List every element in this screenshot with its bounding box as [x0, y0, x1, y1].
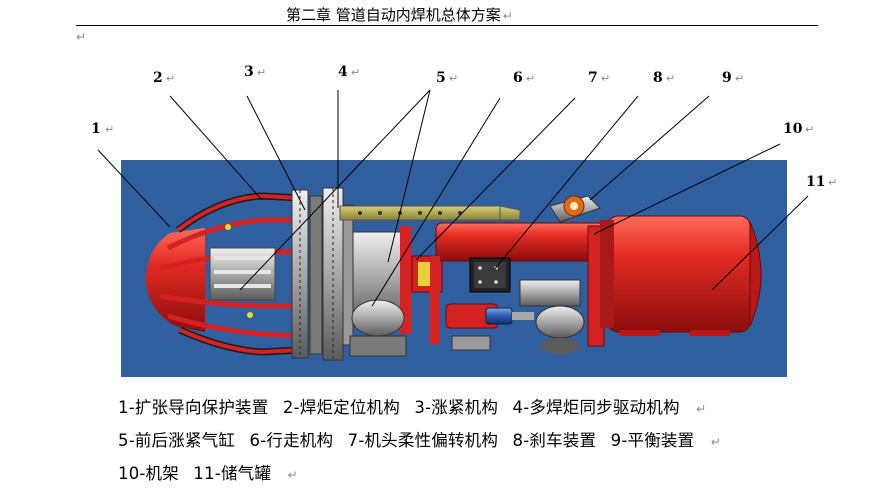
callout-4: 4 [338, 64, 348, 80]
callout-8-mark: ↵ [666, 72, 675, 85]
page-header-title: 第二章 管道自动内焊机总体方案↵ [286, 4, 513, 25]
callout-labels: 1 ↵ 2 ↵ 3 ↵ 4 ↵ 5 ↵ 6 ↵ 7 ↵ 8 ↵ 9 ↵ 10 ↵… [91, 64, 837, 190]
legend-item: 5-前后涨紧气缸 [118, 431, 236, 450]
welder-assembly-figure: 1 ↵ 2 ↵ 3 ↵ 4 ↵ 5 ↵ 6 ↵ 7 ↵ 8 ↵ 9 ↵ 10 ↵… [91, 64, 837, 377]
return-mark-icon: ↵ [287, 468, 298, 482]
legend-item: 4-多焊炬同步驱动机构 [512, 398, 680, 417]
legend-item: 10-机架 [118, 464, 179, 483]
callout-7: 7 [588, 70, 598, 86]
clamp-rings [291, 187, 354, 361]
legend-item: 8-刹车装置 [512, 431, 597, 450]
balance-device [549, 195, 601, 223]
storage-tank [600, 215, 762, 336]
legend-item: 6-行走机构 [249, 431, 334, 450]
callout-5-mark: ↵ [449, 72, 458, 85]
callout-9-mark: ↵ [735, 72, 744, 85]
legend-item: 1-扩张导向保护装置 [118, 398, 269, 417]
drive-cylinder [430, 222, 605, 344]
legend-line-1: 1-扩张导向保护装置 2-焊炬定位机构 3-涨紧机构 4-多焊炬同步驱动机构 ↵ [118, 394, 706, 418]
header-title-text: 第二章 管道自动内焊机总体方案 [286, 6, 501, 24]
callout-7-mark: ↵ [601, 72, 610, 85]
legend-item: 9-平衡装置 [610, 431, 695, 450]
callout-6-mark: ↵ [526, 72, 535, 85]
header-rule [76, 25, 818, 26]
callout-1: 1 [91, 121, 101, 137]
callout-6: 6 [513, 70, 523, 86]
callout-8: 8 [653, 70, 663, 86]
callout-leaders [97, 89, 809, 307]
callout-5: 5 [436, 70, 446, 86]
clamp-air-cylinder [445, 303, 534, 351]
callout-11: 11 [806, 174, 825, 190]
callout-11-mark: ↵ [828, 176, 837, 189]
legend-item: 11-储气罐 [193, 464, 272, 483]
callout-4-mark: ↵ [351, 66, 360, 79]
return-mark-icon: ↵ [502, 9, 513, 23]
callout-2-mark: ↵ [166, 72, 175, 85]
callout-3-mark: ↵ [257, 66, 266, 79]
legend-item: 3-涨紧机构 [414, 398, 499, 417]
callout-2: 2 [153, 70, 163, 86]
callout-10: 10 [783, 121, 803, 137]
legend-item: 2-焊炬定位机构 [282, 398, 400, 417]
return-mark-icon: ↵ [696, 402, 707, 416]
legend-item: 7-机头柔性偏转机构 [347, 431, 499, 450]
callout-3: 3 [244, 64, 254, 80]
top-rail [339, 205, 521, 221]
paragraph-mark-icon: ↵ [76, 30, 87, 44]
callout-10-mark: ↵ [805, 123, 814, 136]
expansion-guide-cage [145, 192, 301, 356]
callout-9: 9 [722, 70, 732, 86]
callout-1-mark: ↵ [105, 123, 114, 136]
legend-line-3: 10-机架 11-储气罐 ↵ [118, 460, 298, 484]
return-mark-icon: ↵ [710, 435, 722, 449]
legend-line-2: 5-前后涨紧气缸 6-行走机构 7-机头柔性偏转机构 8-刹车装置 9-平衡装置… [118, 427, 721, 451]
